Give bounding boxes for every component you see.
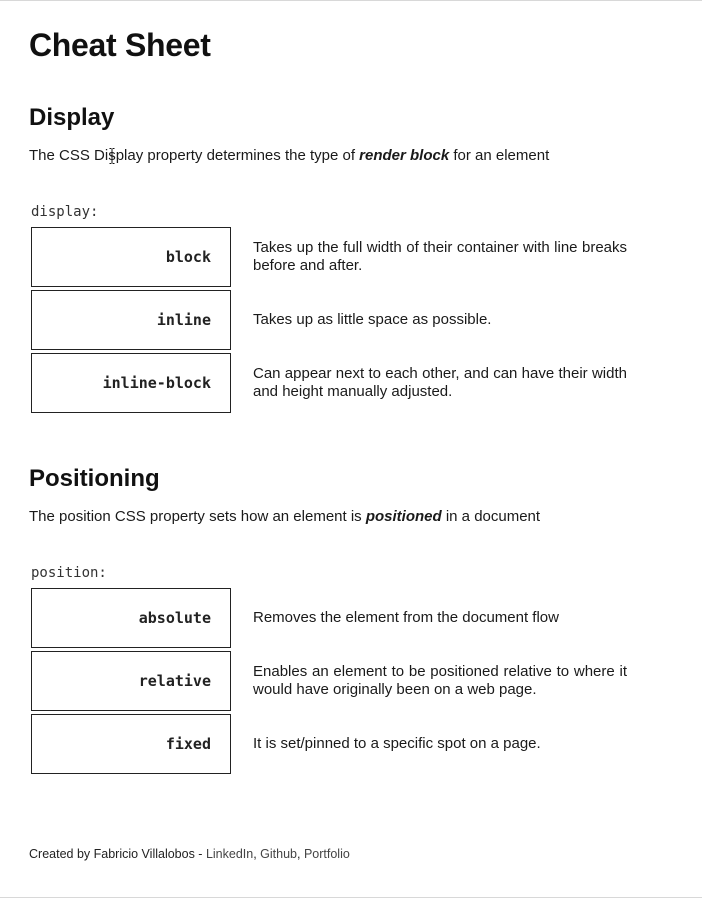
display-description-after: for an element [449, 147, 550, 164]
value-description: It is set/pinned to a specific spot on a… [253, 735, 541, 752]
footer-separator: , [297, 847, 304, 861]
value-box: absolute [31, 588, 231, 648]
page-title: Cheat Sheet [29, 27, 211, 63]
value-description: Takes up as little space as possible. [253, 311, 492, 328]
display-value-row: inline-block Can appear next to each oth… [31, 353, 631, 413]
positioning-values-list: absolute Removes the element from the do… [31, 588, 631, 777]
positioning-description-after: in a document [441, 508, 541, 525]
github-link[interactable]: Github [260, 847, 297, 861]
value-name: inline [156, 311, 211, 329]
value-description: Takes up the full width of their contain… [253, 239, 627, 274]
positioning-property-label: position: [31, 565, 107, 581]
positioning-description-before: The position CSS property sets how an el… [29, 508, 366, 525]
value-box: inline-block [31, 353, 231, 413]
value-name: block [165, 248, 211, 266]
display-description-emphasis: render block [359, 147, 450, 164]
display-property-label: display: [31, 204, 99, 220]
footer-separator: , [253, 847, 261, 861]
portfolio-link[interactable]: Portfolio [303, 847, 350, 861]
value-name: fixed [165, 735, 211, 753]
display-value-row: inline Takes up as little space as possi… [31, 290, 631, 350]
positioning-heading: Positioning [29, 465, 160, 492]
value-name: relative [138, 672, 211, 690]
position-value-row: absolute Removes the element from the do… [31, 588, 631, 648]
text-cursor-icon [109, 148, 115, 164]
value-box: inline [31, 290, 231, 350]
value-name: inline-block [102, 374, 211, 392]
linkedin-link[interactable]: LinkedIn [205, 847, 254, 861]
display-description-before: The CSS Display property determines the … [29, 147, 360, 164]
value-box: block [31, 227, 231, 287]
position-value-row: fixed It is set/pinned to a specific spo… [31, 714, 631, 774]
display-values-list: block Takes up the full width of their c… [31, 227, 631, 416]
position-value-row: relative Enables an element to be positi… [31, 651, 631, 711]
footer: Created by Fabricio Villalobos - LinkedI… [29, 847, 350, 861]
footer-credit: Created by Fabricio Villalobos - [29, 847, 206, 861]
value-description: Enables an element to be positioned rela… [253, 663, 627, 698]
value-description: Can appear next to each other, and can h… [253, 365, 627, 400]
value-box: fixed [31, 714, 231, 774]
positioning-description-emphasis: positioned [365, 508, 442, 525]
display-heading: Display [29, 104, 115, 131]
display-value-row: block Takes up the full width of their c… [31, 227, 631, 287]
value-name: absolute [138, 609, 211, 627]
value-box: relative [31, 651, 231, 711]
display-description: The CSS Display property determines the … [29, 147, 549, 164]
value-description: Removes the element from the document fl… [253, 609, 559, 626]
positioning-description: The position CSS property sets how an el… [29, 508, 540, 525]
